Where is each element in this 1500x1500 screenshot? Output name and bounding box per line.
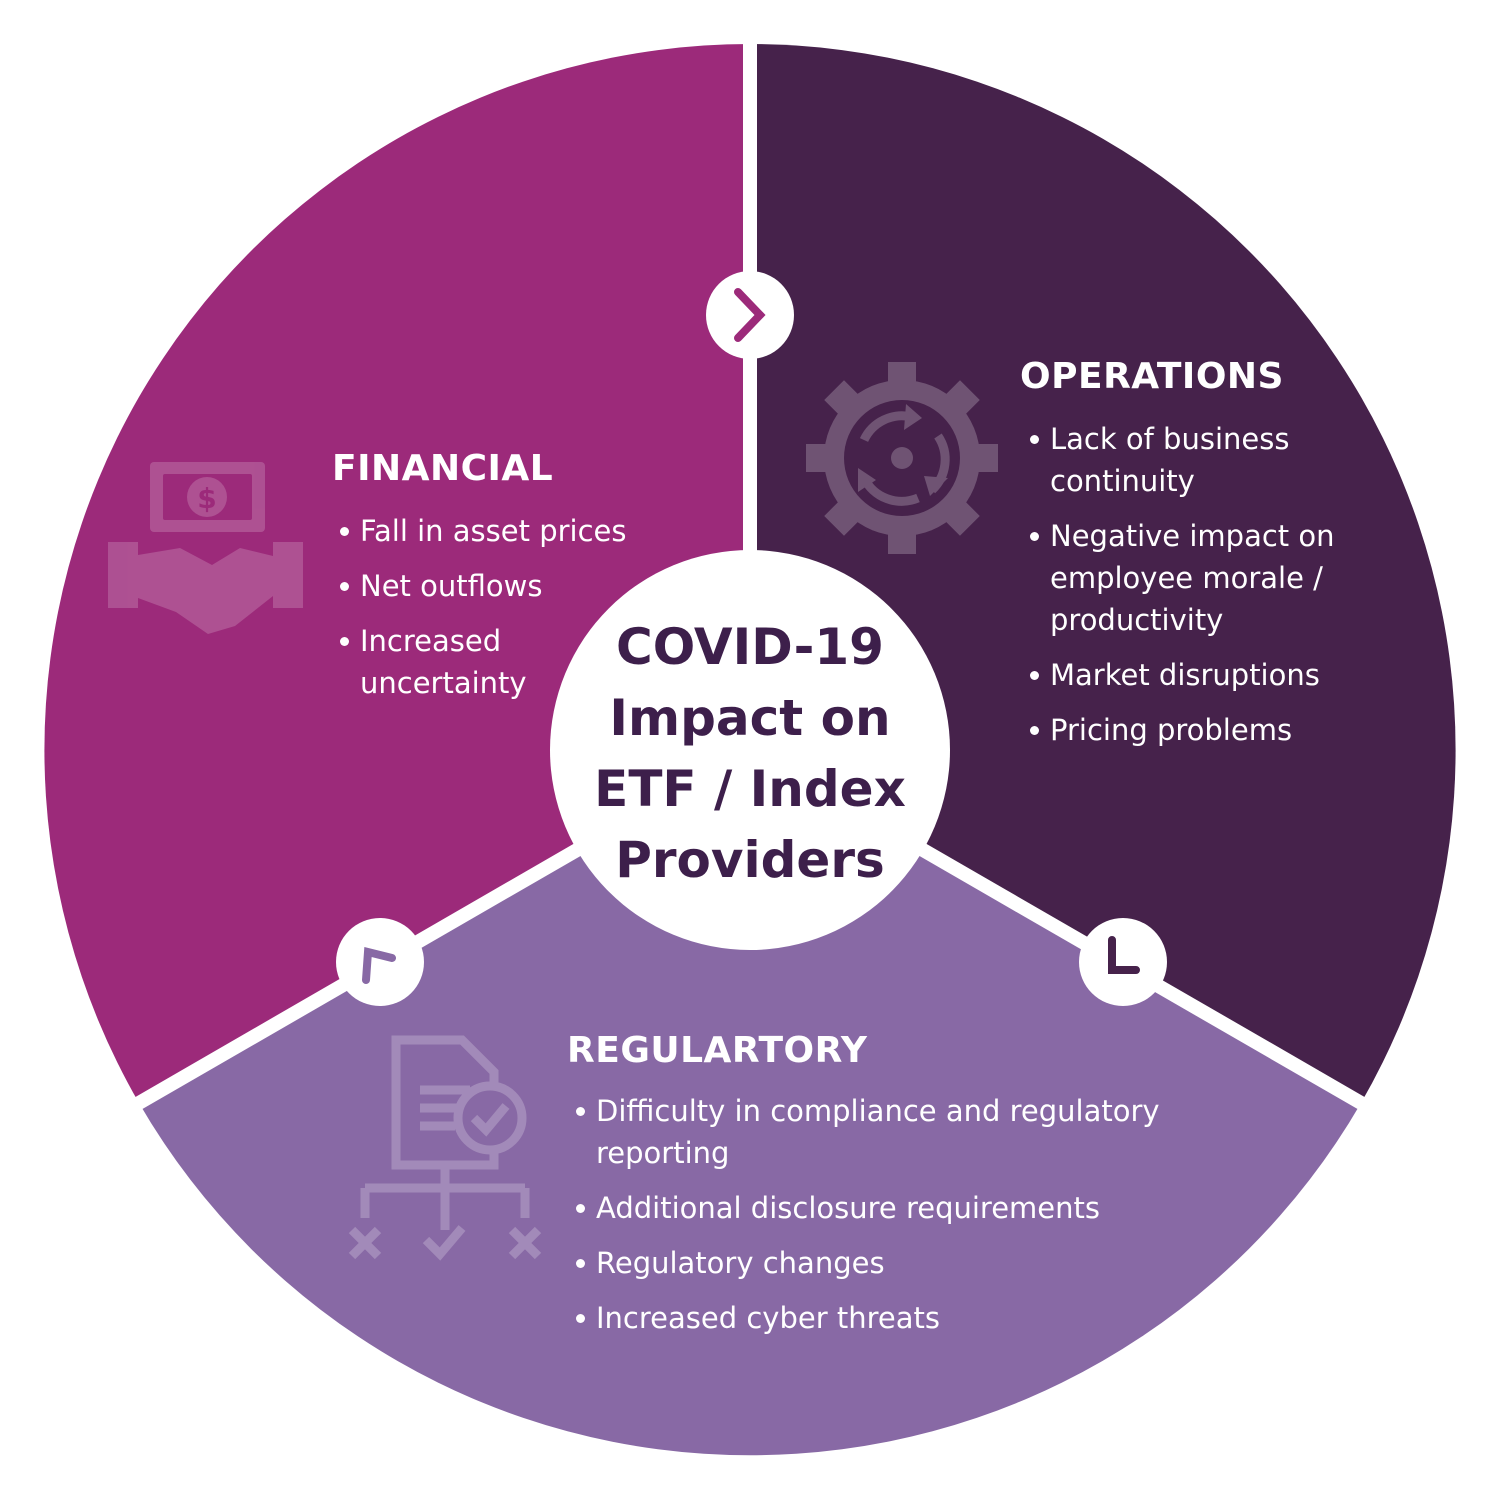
arrow-badge-top xyxy=(706,271,794,359)
regulatory-title: REGULARTORY xyxy=(567,1030,868,1071)
money-handshake-icon: $ xyxy=(108,462,303,634)
list-item: Increased cyber threats xyxy=(574,1297,1174,1339)
arrow-badge-right xyxy=(1079,918,1167,1006)
compliance-document-icon xyxy=(348,1035,542,1261)
center-title-line: Providers xyxy=(615,831,885,889)
financial-list: Fall in asset prices Net outflows Increa… xyxy=(338,510,638,717)
list-item: Increased uncertainty xyxy=(338,620,550,704)
list-item: Difficulty in compliance and regulatory … xyxy=(574,1090,1174,1174)
operations-title: OPERATIONS xyxy=(1020,356,1284,397)
financial-title: FINANCIAL xyxy=(332,448,554,489)
center-title-line: COVID-19 xyxy=(616,618,884,676)
arrow-badge-left xyxy=(336,918,424,1006)
list-item: Lack of business continuity xyxy=(1028,418,1300,502)
svg-text:$: $ xyxy=(197,482,216,515)
regulatory-sector xyxy=(139,750,1361,1456)
list-item: Additional disclosure requirements xyxy=(574,1187,1174,1229)
center-title-line: ETF / Index xyxy=(594,760,906,818)
list-item: Fall in asset prices xyxy=(338,510,638,552)
list-item: Regulatory changes xyxy=(574,1242,1174,1284)
center-title-line: Impact on xyxy=(609,689,891,747)
list-item: Market disruptions xyxy=(1028,654,1358,696)
regulatory-list: Difficulty in compliance and regulatory … xyxy=(574,1090,1174,1352)
list-item: Negative impact on employee morale / pro… xyxy=(1028,515,1358,641)
gear-cycle-icon xyxy=(806,362,998,554)
center-title: COVID-19 Impact on ETF / Index Providers xyxy=(555,612,945,896)
center-circle xyxy=(550,550,950,950)
list-item: Pricing problems xyxy=(1028,709,1358,751)
operations-list: Lack of business continuity Negative imp… xyxy=(1028,418,1358,764)
list-item: Net outflows xyxy=(338,565,638,607)
